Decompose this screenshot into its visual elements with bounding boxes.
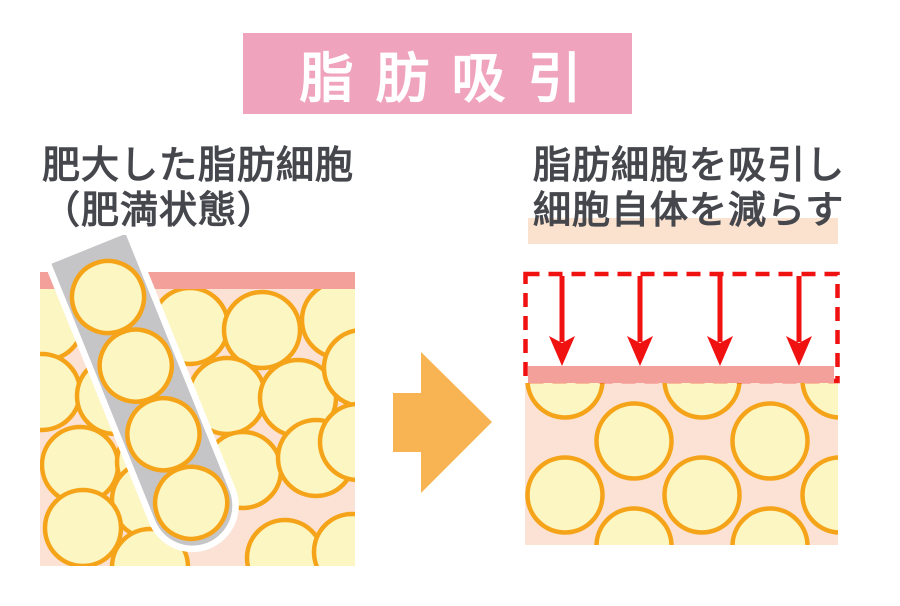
fat-cell <box>662 383 742 420</box>
left-heading-line2: （肥満状態） <box>42 188 277 232</box>
suction-arrow-shaft <box>637 276 643 342</box>
left-heading: 肥大した脂肪細胞 （肥満状態） <box>42 143 354 233</box>
fat-cell <box>525 455 605 535</box>
right-heading-line2: 細胞自体を減らす <box>533 188 845 232</box>
right-heading: 脂肪細胞を吸引し 細胞自体を減らす <box>533 143 845 233</box>
right-panel-svg <box>523 271 840 545</box>
skin-bar-right <box>528 366 834 383</box>
title-text: 脂肪吸引 <box>299 47 604 110</box>
fat-cell <box>730 506 810 545</box>
fat-cell <box>662 455 742 535</box>
right-heading-highlight <box>528 218 838 244</box>
fat-cell <box>221 289 303 371</box>
right-cells-layer <box>525 383 838 545</box>
suctioned-fat-cell <box>152 464 230 542</box>
right-heading-line1: 脂肪細胞を吸引し <box>533 143 846 187</box>
suction-arrow-head <box>627 336 653 366</box>
right-panel-clipped <box>525 383 838 545</box>
left-heading-line1: 肥大した脂肪細胞 <box>42 143 355 187</box>
suction-arrow-shaft <box>717 276 723 342</box>
fat-cell <box>594 401 674 481</box>
fat-cell <box>525 383 605 420</box>
fat-cell <box>800 455 838 535</box>
fat-cell <box>42 487 124 566</box>
fat-cell <box>730 401 810 481</box>
suction-arrow-head <box>707 336 733 366</box>
suction-arrows <box>549 276 812 366</box>
fat-cell <box>321 328 355 408</box>
fat-cell <box>311 511 355 566</box>
suction-arrow-head <box>786 336 812 366</box>
left-panel-svg <box>40 235 355 566</box>
cannula-group <box>44 235 239 553</box>
suction-arrow-head <box>549 336 575 366</box>
suction-arrow-shaft <box>559 276 565 342</box>
fat-cell <box>244 517 326 566</box>
fat-cell <box>594 506 674 545</box>
fat-cell <box>317 401 355 483</box>
title-banner: 脂肪吸引 <box>243 33 632 114</box>
suction-zone-dashed-box <box>523 271 840 384</box>
right-arrow-icon <box>393 352 492 493</box>
fat-cell <box>800 383 838 420</box>
transform-arrow-svg <box>393 352 492 493</box>
suction-arrow-shaft <box>796 276 802 342</box>
